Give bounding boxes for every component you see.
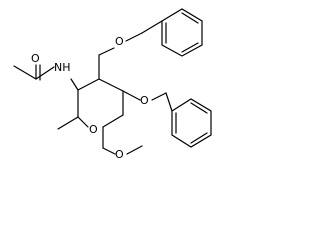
bond: [122, 90, 141, 101]
bond: [165, 92, 173, 112]
ether-oxygen-lower-label: O: [140, 94, 149, 107]
phenyl-ring-upper: [161, 8, 203, 57]
benzene-ring: [171, 98, 212, 148]
methoxy-group: O: [102, 126, 143, 161]
bond: [98, 78, 124, 92]
bond: [13, 65, 37, 80]
bond: [126, 145, 143, 155]
aromatic-bond: [190, 102, 208, 114]
aromatic-bond: [181, 42, 199, 53]
bond: [102, 147, 116, 155]
bond: [77, 78, 100, 91]
bond: [98, 47, 115, 56]
bond: [125, 32, 143, 42]
ring-bonds: [77, 78, 124, 128]
aromatic-bond: [181, 12, 199, 24]
ring-oxygen-label: O: [89, 123, 98, 136]
methoxy-oxygen-label: O: [115, 148, 124, 161]
bond: [35, 66, 55, 80]
ether-oxygen-upper-label: O: [115, 35, 124, 48]
benzyloxy-lower: O: [122, 90, 212, 148]
nitrogen-label: NH: [54, 61, 71, 74]
acetamido-group: NH O: [13, 52, 79, 91]
bond: [141, 20, 163, 34]
benzyloxy-upper: O: [98, 8, 203, 80]
benzene-ring: [161, 8, 203, 57]
structure-diagram: NH O O O O O: [13, 8, 212, 161]
bond: [77, 116, 89, 128]
bond: [70, 78, 79, 91]
carbonyl-oxygen-label: O: [31, 52, 40, 65]
phenyl-ring-lower: [171, 98, 212, 148]
bond: [102, 114, 124, 128]
bond: [151, 92, 167, 101]
methyl-bond: [57, 116, 79, 130]
aromatic-bond: [190, 132, 208, 144]
